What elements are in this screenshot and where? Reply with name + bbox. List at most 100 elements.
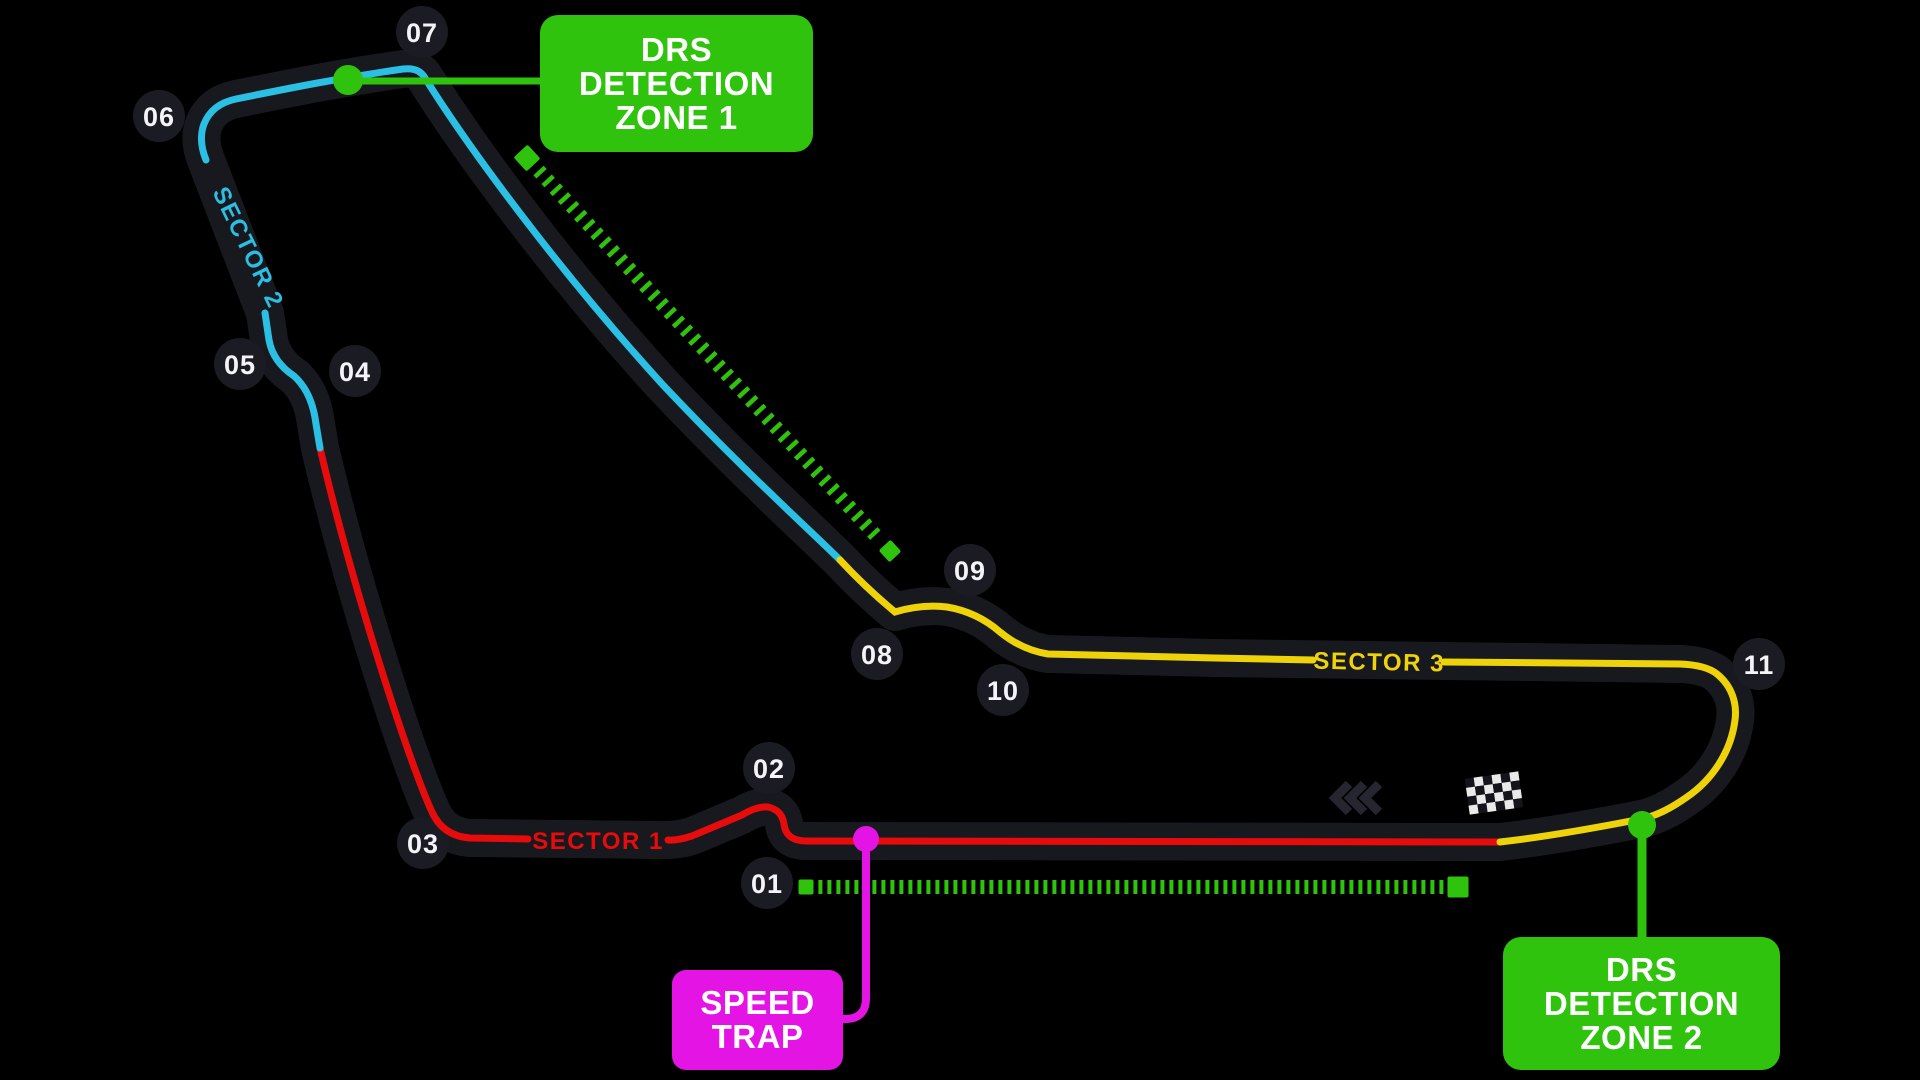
drs-tick (745, 394, 759, 408)
turn-bubble (214, 338, 266, 390)
turn-marker-06: 06 (133, 90, 185, 142)
sector1-line-a (664, 803, 1504, 846)
turn-bubble (743, 742, 795, 794)
drs1-line3: ZONE 1 (615, 98, 738, 136)
drs-tick (842, 500, 857, 514)
flag-cell (1468, 804, 1479, 815)
flag-cell (1492, 782, 1503, 793)
drs-tick (696, 342, 710, 355)
flag-cell (1474, 785, 1486, 796)
drs-tick (859, 518, 873, 532)
drs-tick (826, 483, 840, 496)
sector1-line-b (316, 444, 532, 843)
drs-zone-end-square (798, 879, 814, 895)
drs-tick (582, 218, 596, 232)
turn-bubble (396, 6, 448, 58)
turn-number: 10 (987, 676, 1019, 706)
turn-number: 09 (954, 556, 986, 586)
sector2-line-a (261, 309, 324, 452)
flag-cell (1513, 798, 1524, 809)
flag-cell (1473, 776, 1484, 787)
turn-bubble (851, 628, 903, 680)
drs-tick (655, 297, 669, 311)
drs-tick (541, 174, 555, 188)
turn-marker-03: 03 (397, 817, 449, 869)
drs-tick (761, 412, 775, 426)
drs-tick (533, 165, 547, 179)
turn-marker-05: 05 (214, 338, 266, 390)
drs-tick (810, 465, 824, 479)
drs-tick (834, 491, 848, 505)
drs-tick (671, 315, 686, 329)
turn-number: 08 (861, 640, 893, 670)
drs-tick (769, 421, 783, 435)
turn-bubble (944, 544, 996, 596)
flag-cell (1466, 786, 1477, 797)
drs-tick (712, 359, 726, 373)
checkered-flag-icon (1464, 771, 1524, 815)
drs-detection-zone1-callout: DRS DETECTION ZONE 1 (540, 15, 813, 152)
drs-tick (565, 200, 580, 214)
drs-tick (785, 438, 800, 452)
turn-bubble (397, 817, 449, 869)
turn-marker-07: 07 (396, 6, 448, 58)
drs-tick (793, 447, 808, 461)
sector1-label: SECTOR 1 (532, 828, 664, 855)
turn-bubble (1733, 638, 1785, 690)
drs-tick (728, 377, 743, 391)
drs-tick (688, 333, 702, 346)
speed-trap-line2: TRAP (711, 1018, 804, 1055)
drs-tick (639, 280, 653, 294)
drs-tick (720, 368, 734, 382)
drs-tick (867, 527, 881, 540)
drs2-line2: DETECTION (1543, 984, 1740, 1022)
speed-trap-connector (843, 849, 870, 1023)
speed-trap-dot (853, 826, 879, 852)
drs-tick (590, 227, 604, 241)
turn-bubble (977, 664, 1029, 716)
turn-number: 03 (407, 829, 439, 859)
drs-tick (557, 192, 572, 205)
drs-tick (753, 403, 767, 417)
flag-cell (1495, 800, 1506, 811)
turn-number: 02 (753, 754, 785, 784)
flag-cell (1482, 775, 1493, 786)
track-band (182, 49, 1755, 861)
flag-cell (1501, 781, 1512, 792)
turn-bubble (329, 345, 381, 397)
turn-marker-04: 04 (329, 345, 381, 397)
turn-number: 01 (751, 869, 783, 899)
flag-cell (1511, 789, 1522, 800)
drs-tick (802, 456, 816, 470)
drs-tick (850, 509, 865, 523)
turn-number: 05 (224, 350, 256, 380)
speed-trap-line1: SPEED (700, 984, 815, 1021)
drs-tick (606, 245, 620, 258)
flag-cell (1491, 773, 1502, 785)
turn-bubble (741, 857, 793, 909)
turn-marker-02: 02 (743, 742, 795, 794)
drs2-line3: ZONE 2 (1580, 1018, 1703, 1056)
flag-cell (1509, 771, 1520, 782)
drs-tick (736, 386, 751, 399)
flag-cell (1494, 791, 1505, 802)
drs-tick (598, 236, 612, 250)
sector3-line-b (1440, 658, 1739, 846)
flag-cell (1467, 795, 1478, 806)
drs-zone1-ticks (514, 145, 901, 562)
turn-number: 06 (143, 102, 175, 132)
drs-zone2-ticks (798, 876, 1469, 898)
drs-tick (614, 253, 629, 267)
drs1-line1: DRS (640, 30, 713, 68)
flag-cell (1504, 799, 1515, 810)
drs-tick (663, 306, 677, 320)
drs-tick (704, 350, 718, 364)
chevrons-left-icon (1328, 780, 1383, 816)
drs-tick (574, 209, 588, 223)
drs-detection-dot-2 (1628, 811, 1656, 839)
drs-tick (679, 324, 694, 338)
flag-cell (1476, 794, 1487, 805)
turn-number: 04 (339, 357, 371, 387)
